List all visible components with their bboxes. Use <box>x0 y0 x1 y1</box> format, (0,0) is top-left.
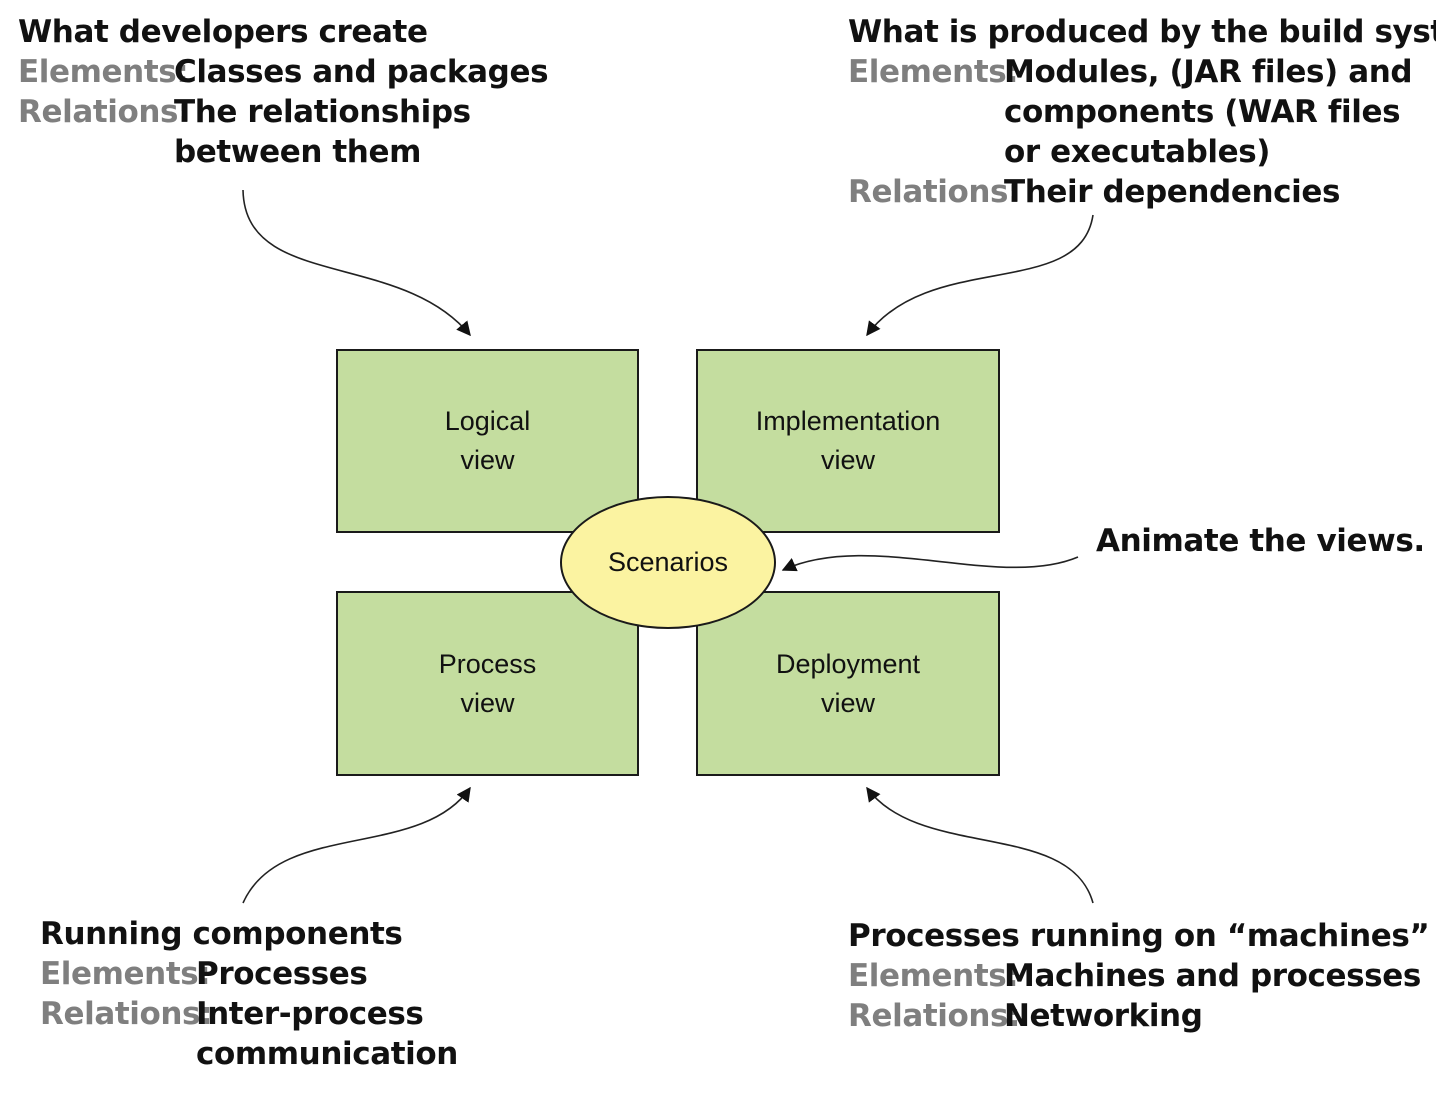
relations-value: The relationships between them <box>174 92 471 172</box>
elements-value: Classes and packages <box>174 54 549 90</box>
relations-key: Relations: <box>848 998 1021 1034</box>
logical-view-box: Logical view <box>336 349 639 533</box>
implementation-view-label-line1: Implementation <box>755 406 941 436</box>
relations-value: Inter-process communication <box>196 994 458 1074</box>
implementation-view-box: Implementation view <box>696 349 1000 533</box>
process-view-box: Process view <box>336 591 639 776</box>
relations-value: Networking <box>1004 998 1203 1034</box>
deployment-view-box: Deployment view <box>696 591 1000 776</box>
arrow-to-deployment-view <box>866 786 1094 904</box>
relations-key: Relations: <box>40 996 213 1032</box>
process-view-label-line2: view <box>460 687 515 718</box>
elements-value: Modules, (JAR files) and components (WAR… <box>1004 52 1413 172</box>
annotation-title: What developers create <box>18 14 428 50</box>
deployment-view-label-line2: view <box>820 687 875 718</box>
annotation-title: Processes running on “machines” <box>848 918 1430 954</box>
annotation-title: Animate the views. <box>1096 523 1425 559</box>
relations-value-line1: Inter-process <box>196 996 424 1032</box>
relations-value-line2: between them <box>174 134 421 170</box>
elements-key: Elements: <box>40 956 211 992</box>
relations-key: Relations: <box>848 174 1021 210</box>
arrow-to-process-view <box>242 786 471 904</box>
elements-value: Processes <box>196 956 368 992</box>
arrow-to-implementation-view <box>866 214 1094 337</box>
elements-key: Elements: <box>848 958 1019 994</box>
relations-value-line1: The relationships <box>174 94 471 130</box>
elements-key: Elements: <box>848 54 1019 90</box>
scenarios-label: Scenarios <box>607 547 729 577</box>
process-view-annotation: Running components Elements: Processes R… <box>40 914 458 1074</box>
process-view-label-line1: Process <box>438 648 537 679</box>
elements-value-line2: components (WAR files <box>1004 94 1401 130</box>
logical-view-annotation: What developers create Elements: Classes… <box>18 12 549 172</box>
relations-key: Relations: <box>18 94 191 130</box>
annotation-title: What is produced by the build system <box>848 14 1436 50</box>
deployment-view-annotation: Processes running on “machines” Elements… <box>848 916 1430 1036</box>
elements-value: Machines and processes <box>1004 958 1421 994</box>
elements-value-line1: Modules, (JAR files) and <box>1004 54 1413 90</box>
elements-key: Elements: <box>18 54 189 90</box>
logical-view-label-line1: Logical <box>444 406 531 436</box>
implementation-view-annotation: What is produced by the build system Ele… <box>848 12 1436 212</box>
relations-value: Their dependencies <box>1004 174 1341 210</box>
deployment-view-label-line1: Deployment <box>775 648 921 679</box>
scenarios-ellipse: Scenarios <box>560 496 776 629</box>
logical-view-label-line2: view <box>460 445 515 475</box>
elements-value-line3: or executables) <box>1004 134 1271 170</box>
relations-value-line2: communication <box>196 1036 458 1072</box>
annotation-title: Running components <box>40 916 403 952</box>
scenarios-annotation: Animate the views. <box>1096 521 1425 561</box>
implementation-view-label-line2: view <box>820 445 875 475</box>
arrow-to-scenarios <box>781 554 1079 572</box>
arrow-to-logical-view <box>242 189 471 337</box>
